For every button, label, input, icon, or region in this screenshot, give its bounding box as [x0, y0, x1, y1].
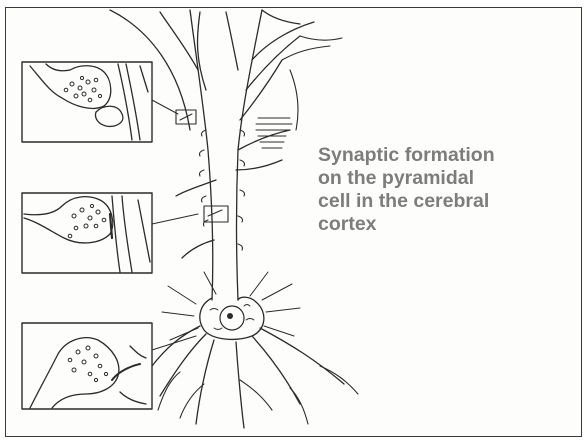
figure-caption: Synaptic formation on the pyramidal cell…	[318, 144, 558, 236]
vesicles	[68, 346, 107, 382]
caption-line: cortex	[318, 213, 558, 236]
synapse-inset-top	[22, 62, 178, 142]
caption-line: Synaptic formation	[318, 144, 558, 167]
vesicles	[68, 204, 106, 237]
caption-line: on the pyramidal	[318, 167, 558, 190]
caption-line: cell in the cerebral	[318, 190, 558, 213]
vesicles	[64, 76, 101, 101]
synapse-inset-bottom	[22, 323, 196, 409]
synapse-inset-middle	[22, 193, 198, 273]
